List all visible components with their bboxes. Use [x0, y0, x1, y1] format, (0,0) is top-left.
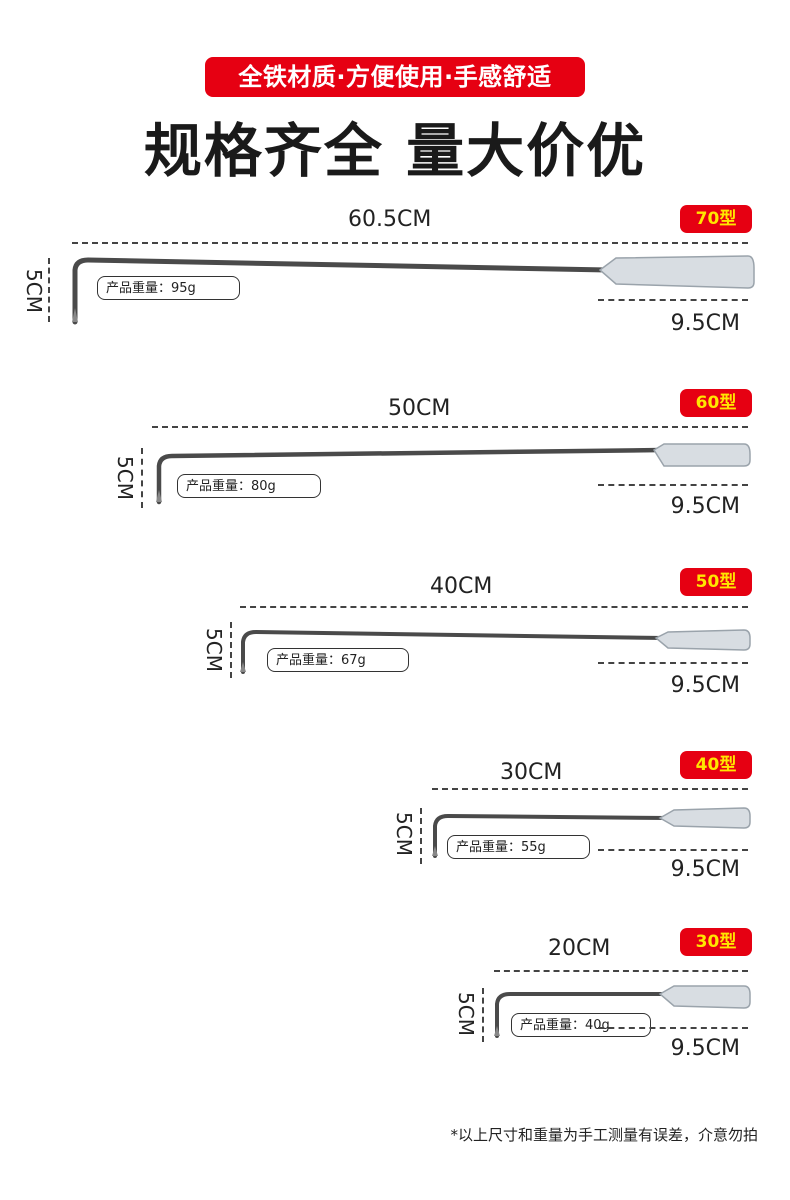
- headline: 规格齐全 量大价优: [143, 117, 647, 185]
- handle-dimension-line: [598, 299, 748, 301]
- length-label: 50CM: [388, 396, 451, 421]
- model-badge: 70型: [680, 205, 752, 233]
- model-badge: 40型: [680, 751, 752, 779]
- length-dimension-line: [432, 788, 748, 790]
- height-label: 5CM: [21, 269, 46, 313]
- hook-tool-image: [494, 985, 751, 1038]
- weight-label: 产品重量：55g: [447, 835, 590, 859]
- model-badge: 60型: [680, 389, 752, 417]
- length-dimension-line: [152, 426, 748, 428]
- length-dimension-line: [240, 606, 748, 608]
- handle-length-label: 9.5CM: [670, 1036, 740, 1061]
- weight-label: 产品重量：67g: [267, 648, 409, 672]
- model-badge: 50型: [680, 568, 752, 596]
- height-label: 5CM: [201, 628, 226, 672]
- height-dimension-line: [230, 622, 232, 678]
- length-label: 60.5CM: [348, 207, 432, 232]
- height-dimension-line: [420, 808, 422, 864]
- height-dimension-line: [48, 258, 50, 322]
- length-dimension-line: [72, 242, 748, 244]
- promo-banner: 全铁材质·方便使用·手感舒适: [205, 57, 585, 97]
- hook-tool-image: [72, 255, 755, 325]
- handle-dimension-line: [598, 662, 748, 664]
- handle-dimension-line: [598, 484, 748, 486]
- hook-tool-image: [240, 629, 751, 674]
- weight-label: 产品重量：80g: [177, 474, 321, 498]
- handle-dimension-line: [598, 849, 748, 851]
- hook-tool-image: [432, 807, 751, 858]
- height-label: 5CM: [112, 456, 137, 500]
- length-label: 30CM: [500, 760, 563, 785]
- model-badge: 30型: [680, 928, 752, 956]
- height-label: 5CM: [391, 812, 416, 856]
- hook-tool-image: [156, 443, 751, 505]
- height-label: 5CM: [453, 992, 478, 1036]
- length-label: 40CM: [430, 574, 493, 599]
- weight-label: 产品重量：40g: [511, 1013, 651, 1037]
- height-dimension-line: [482, 988, 484, 1042]
- handle-length-label: 9.5CM: [670, 494, 740, 519]
- weight-label: 产品重量：95g: [97, 276, 240, 300]
- disclaimer-note: *以上尺寸和重量为手工测量有误差，介意勿拍: [450, 1126, 758, 1144]
- length-label: 20CM: [548, 936, 611, 961]
- length-dimension-line: [494, 970, 748, 972]
- handle-dimension-line: [598, 1027, 748, 1029]
- handle-length-label: 9.5CM: [670, 857, 740, 882]
- height-dimension-line: [141, 448, 143, 508]
- handle-length-label: 9.5CM: [670, 673, 740, 698]
- handle-length-label: 9.5CM: [670, 311, 740, 336]
